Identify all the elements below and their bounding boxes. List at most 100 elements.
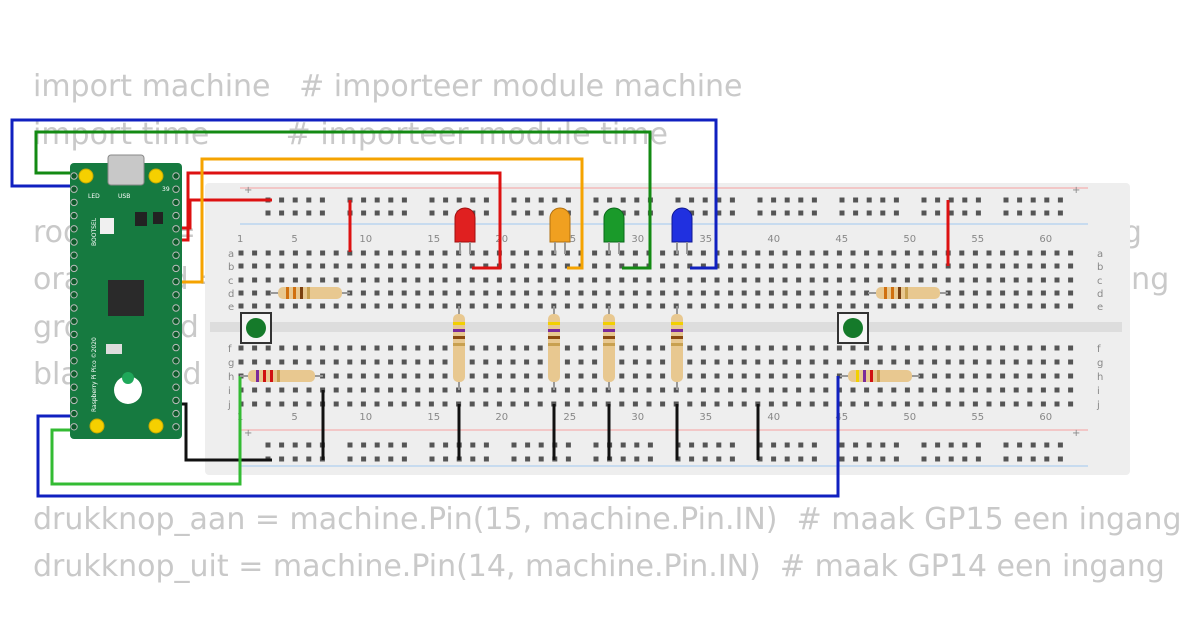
hole	[932, 250, 938, 256]
hole	[1057, 442, 1063, 448]
hole	[632, 277, 638, 283]
hole	[306, 210, 312, 216]
hole	[306, 359, 312, 365]
row-letter: j	[1096, 400, 1100, 411]
hole	[646, 387, 652, 393]
hole	[757, 442, 763, 448]
button-cap-left[interactable]	[246, 318, 266, 338]
hole	[700, 263, 706, 269]
hole	[265, 345, 271, 351]
resistor	[603, 306, 615, 390]
hole	[510, 250, 516, 256]
hole	[374, 250, 380, 256]
pushbutton-right[interactable]	[837, 312, 869, 344]
hole	[1003, 197, 1009, 203]
hole	[921, 456, 927, 462]
hole	[510, 387, 516, 393]
hole	[551, 250, 557, 256]
hole	[700, 345, 706, 351]
hole	[470, 442, 476, 448]
hole	[864, 303, 870, 309]
hole	[823, 250, 829, 256]
hole	[932, 263, 938, 269]
hole	[388, 359, 394, 365]
hole	[782, 345, 788, 351]
hole	[986, 277, 992, 283]
hole	[360, 250, 366, 256]
hole	[333, 303, 339, 309]
hole	[741, 290, 747, 296]
button-cap-right[interactable]	[843, 318, 863, 338]
hole	[634, 456, 640, 462]
hole	[524, 277, 530, 283]
row-letter: g	[1097, 358, 1103, 369]
hole	[578, 277, 584, 283]
hole	[796, 387, 802, 393]
pushbutton-left[interactable]	[240, 312, 272, 344]
hole	[292, 456, 298, 462]
hole	[689, 442, 695, 448]
mount-hole-bl	[89, 418, 105, 434]
code-line-1: import machine # importeer module machin…	[33, 69, 743, 104]
hole	[442, 373, 448, 379]
hole	[1000, 250, 1006, 256]
hole	[374, 442, 380, 448]
pico-pin	[172, 225, 180, 233]
hole	[866, 442, 872, 448]
hole	[864, 401, 870, 407]
hole	[1013, 401, 1019, 407]
pico-pin	[70, 317, 78, 325]
hole	[866, 197, 872, 203]
hole	[415, 387, 421, 393]
lightgreen-wire-button	[50, 376, 242, 486]
hole	[823, 303, 829, 309]
hole	[893, 210, 899, 216]
hole	[292, 197, 298, 203]
hole	[632, 303, 638, 309]
hole	[1044, 442, 1050, 448]
hole	[716, 456, 722, 462]
hole	[1000, 359, 1006, 365]
hole	[975, 197, 981, 203]
hole	[687, 277, 693, 283]
pico-pin	[70, 343, 78, 352]
hole	[700, 250, 706, 256]
hole	[877, 263, 883, 269]
hole	[741, 277, 747, 283]
rp2040-chip	[108, 280, 144, 316]
hole	[945, 373, 951, 379]
hole	[429, 210, 435, 216]
hole	[1040, 401, 1046, 407]
hole	[319, 210, 325, 216]
hole	[864, 345, 870, 351]
hole	[877, 387, 883, 393]
hole	[972, 303, 978, 309]
hole	[564, 277, 570, 283]
hole	[782, 290, 788, 296]
hole	[388, 303, 394, 309]
resistor	[868, 287, 948, 299]
hole	[401, 359, 407, 365]
hole	[265, 290, 271, 296]
hole	[279, 442, 285, 448]
hole	[510, 373, 516, 379]
hole	[1013, 250, 1019, 256]
hole	[442, 290, 448, 296]
hole	[592, 303, 598, 309]
mount-hole-tl	[78, 168, 94, 184]
hole	[864, 277, 870, 283]
hole	[578, 359, 584, 365]
hole	[1027, 345, 1033, 351]
hole	[728, 277, 734, 283]
hole	[632, 401, 638, 407]
hole	[782, 277, 788, 283]
hole	[415, 250, 421, 256]
hole	[388, 263, 394, 269]
hole	[388, 387, 394, 393]
hole	[388, 210, 394, 216]
hole	[809, 303, 815, 309]
hole	[1027, 401, 1033, 407]
hole	[265, 277, 271, 283]
hole	[768, 345, 774, 351]
hole	[415, 290, 421, 296]
